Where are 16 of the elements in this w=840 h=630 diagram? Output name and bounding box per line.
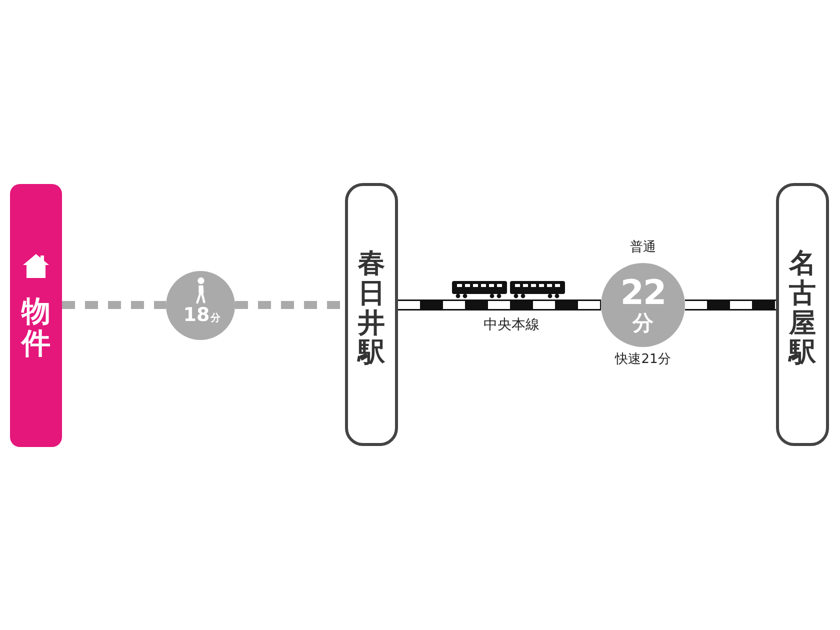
railway-line [398, 300, 601, 310]
station-name: 名古屋駅 [789, 249, 816, 368]
walking-route [62, 301, 166, 309]
minutes-unit: 分 [210, 314, 221, 324]
property-label: 物件 [22, 296, 50, 360]
station-box [776, 183, 829, 446]
travel-minutes: 22 [620, 276, 666, 310]
station-name: 春日井駅 [358, 249, 385, 368]
rapid-time-note: 快速21分 [615, 351, 671, 369]
station-box [345, 183, 398, 446]
service-type: 普通 [630, 239, 656, 257]
walk-minutes: 18 [183, 306, 210, 325]
property-box [10, 184, 62, 447]
railway-line [685, 300, 776, 310]
minutes-unit: 分 [632, 313, 654, 334]
line-name: 中央本線 [484, 316, 540, 335]
